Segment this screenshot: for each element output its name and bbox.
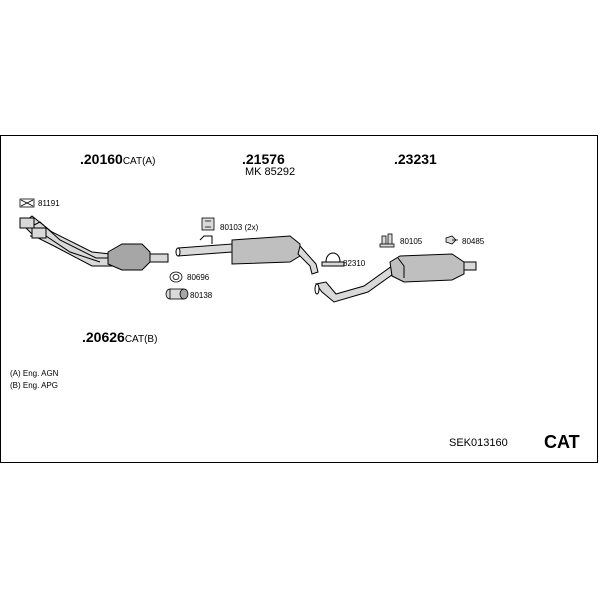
assembly-20626-label: .20626CAT(B) (82, 329, 158, 345)
middle-silencer (175, 235, 319, 275)
mount-80105-icon (379, 233, 395, 248)
assembly-21576-sub-label: MK 85292 (245, 166, 296, 178)
gasket-81191-icon (19, 198, 35, 208)
part-label-80485: 80485 (462, 237, 485, 246)
clamp-82310-icon (321, 252, 345, 267)
part-label-80138: 80138 (190, 291, 213, 300)
kit-code: SEK013160 (449, 437, 508, 449)
part-label-80696: 80696 (187, 273, 210, 282)
note-engine-a: (A) Eng. AGN (10, 369, 59, 378)
rear-silencer (314, 253, 477, 303)
clamp-80485-icon (445, 235, 458, 245)
rubber-ring-80696-icon (169, 271, 183, 283)
part-label-80103: 80103 (2x) (220, 223, 259, 232)
category-label: CAT (544, 432, 580, 452)
part-label-82310: 82310 (343, 259, 366, 268)
front-pipe-catalyst (19, 215, 169, 271)
clamp-80138-icon (165, 288, 189, 300)
assembly-20160-label: .20160CAT(A) (80, 151, 156, 167)
part-label-81191: 81191 (38, 199, 60, 208)
mount-80103-icon (201, 217, 215, 231)
note-engine-b: (B) Eng. APG (10, 381, 59, 390)
assembly-21576-label: .21576 (242, 151, 285, 167)
assembly-23231-label: .23231 (394, 151, 437, 167)
diagram-frame (0, 135, 598, 463)
part-label-80105: 80105 (400, 237, 423, 246)
